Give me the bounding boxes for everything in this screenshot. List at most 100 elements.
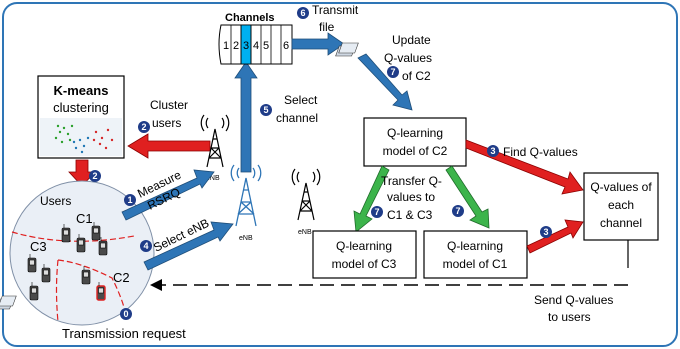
step-1-badge: 1	[124, 194, 136, 206]
cluster-users-label-2: users	[152, 116, 181, 130]
channel-4: 4	[253, 40, 259, 52]
svg-text:3: 3	[543, 227, 548, 237]
phone-icon	[81, 266, 91, 285]
send-q-label-2: to users	[548, 310, 591, 324]
update-q-label-2: Q-values	[384, 51, 432, 65]
svg-text:2: 2	[92, 171, 97, 181]
arrow-transfer-c1	[445, 165, 490, 229]
transfer-label-1: Transfer Q-	[381, 174, 442, 188]
update-q-label-3: of C2	[402, 69, 431, 83]
phone-icon	[98, 237, 108, 256]
arrow-transmit-file	[291, 32, 345, 56]
channel-3: 3	[243, 40, 249, 52]
svg-text:3: 3	[490, 146, 495, 156]
enb-tower-black-2	[291, 168, 321, 221]
arrow-transfer-c3	[353, 165, 390, 233]
svg-text:0: 0	[123, 309, 128, 319]
phone-icon	[27, 254, 37, 273]
transfer-label-2: values to	[387, 190, 435, 204]
cluster-scatter	[54, 124, 114, 154]
transmission-request-label: Transmission request	[62, 326, 186, 341]
step-3-badge-find: 3	[487, 145, 499, 157]
svg-text:7: 7	[390, 67, 395, 77]
send-q-label-1: Send Q-values	[534, 293, 613, 307]
step-3-badge-c1: 3	[540, 226, 552, 238]
step-2-badge-cluster: 2	[138, 121, 150, 133]
step-7-badge-update: 7	[387, 66, 399, 78]
qvalues-box	[583, 172, 659, 241]
find-q-label: Find Q-values	[503, 145, 578, 159]
arrow-kmeans-to-users	[68, 159, 96, 187]
qvalues-line3: channel	[600, 216, 642, 230]
select-channel-label-2: channel	[276, 111, 318, 125]
channel-2: 2	[233, 40, 239, 52]
svg-text:2: 2	[141, 122, 146, 132]
ql-c1-line1: Q-learning	[447, 239, 503, 253]
cluster-users-label-1: Cluster	[150, 98, 188, 112]
phone-icon	[61, 224, 71, 243]
step-4-badge: 4	[140, 240, 152, 252]
step-6-badge: 6	[297, 7, 309, 19]
channel-block	[218, 24, 293, 65]
step-7-badge-c1: 7	[452, 205, 464, 217]
send-q-arrowhead	[150, 279, 162, 291]
ql-c2-box	[363, 117, 467, 167]
ql-c3-line1: Q-learning	[336, 239, 392, 253]
users-cell	[9, 180, 155, 326]
phone-icon	[76, 234, 86, 253]
channels-title: Channels	[225, 12, 275, 24]
ql-c1-line2: model of C1	[443, 257, 508, 271]
phone-icon	[29, 282, 39, 301]
step-2-badge-kmeans: 2	[89, 170, 101, 182]
transmit-file-label-1: Transmit	[312, 3, 359, 17]
ql-c1-box	[423, 230, 528, 279]
enb-label-3: eNB	[298, 229, 312, 236]
ql-c3-box	[312, 230, 417, 279]
arrow-c1-to-qvalues	[526, 219, 584, 254]
file-stack-icon	[0, 295, 17, 310]
transmit-file-label-2: file	[319, 20, 335, 34]
c3-label: C3	[30, 239, 47, 254]
arrow-update-q	[357, 53, 413, 111]
kmeans-title-2: clustering	[53, 100, 109, 115]
step-7-badge-c3: 7	[371, 206, 383, 218]
svg-text:4: 4	[143, 241, 148, 251]
phone-icon	[96, 282, 106, 301]
svg-text:7: 7	[455, 206, 460, 216]
update-q-label-1: Update	[392, 33, 431, 47]
channel-5: 5	[263, 40, 269, 52]
kmeans-title-1: K-means	[54, 83, 109, 98]
arrow-cluster-users	[127, 133, 211, 159]
svg-text:6: 6	[300, 8, 305, 18]
enb-tower-black	[200, 114, 230, 168]
qvalues-line2: each	[608, 198, 634, 212]
ql-c2-line2: model of C2	[383, 144, 448, 158]
phone-icon	[41, 264, 51, 283]
step-0-badge: 0	[120, 308, 132, 320]
arrow-select-enb	[143, 221, 234, 271]
kmeans-box: K-means clustering	[37, 75, 125, 159]
arrow-measure-rsrq	[121, 169, 215, 221]
users-label: Users	[40, 194, 71, 208]
phone-icon	[91, 222, 101, 241]
svg-text:7: 7	[374, 207, 379, 217]
ql-c3-line2: model of C3	[332, 257, 397, 271]
select-channel-label-1: Select	[284, 93, 318, 107]
phones	[27, 222, 108, 301]
c2-label: C2	[113, 270, 130, 285]
ql-c2-line1: Q-learning	[387, 126, 443, 140]
file-stack-icon-2	[335, 42, 359, 57]
channel-6: 6	[283, 40, 289, 52]
arrow-select-channel	[234, 61, 258, 173]
enb-label-1: eNB	[206, 175, 220, 182]
enb-label-2: eNB	[239, 235, 253, 242]
svg-text:1: 1	[127, 195, 132, 205]
qvalues-line1: Q-values of	[590, 180, 652, 194]
c1-label: C1	[76, 211, 93, 226]
step-5-badge: 5	[260, 104, 272, 116]
svg-text:5: 5	[263, 105, 268, 115]
transfer-label-3: C1 & C3	[387, 208, 433, 222]
enb-tower-blue	[230, 164, 262, 227]
